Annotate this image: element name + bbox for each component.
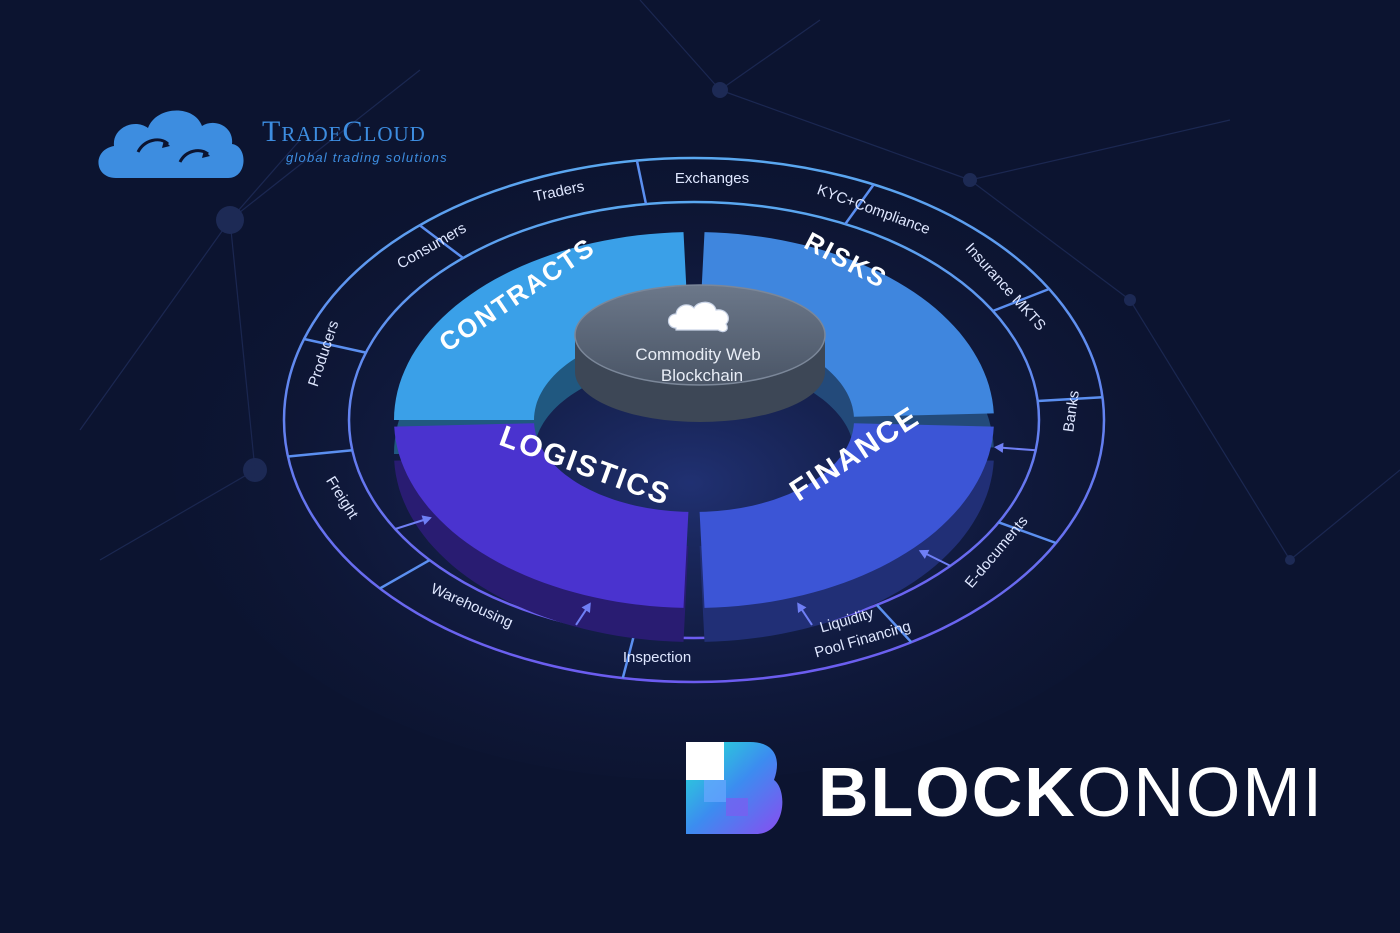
ring-divider [303,337,367,354]
segment-risks [699,232,994,417]
ring-divider [875,604,913,644]
segment-contracts [394,232,689,420]
ring-divider [844,183,875,225]
blockonomi-logo [686,742,783,834]
core-label-line1: Commodity Web [635,345,760,364]
ring-dividers [287,160,1103,679]
outer-label-banks: Banks [1060,390,1083,434]
arrow [993,442,1036,453]
outer-ring [282,156,1106,684]
blockonomi-wordmark-light: ONOMI [1076,753,1325,831]
blockonomi-wordmark: BLOCKONOMI [818,752,1324,832]
blockonomi-wordmark-bold: BLOCK [818,753,1077,831]
core-label-line2: Blockchain [661,366,743,385]
segment-logistics [394,423,689,608]
tradecloud-logo [98,110,244,178]
tradecloud-name: TradeCloud [262,115,426,148]
core-cylinder [574,284,826,422]
ring-divider [1037,395,1103,403]
segment-finance [699,423,994,608]
arrows [394,442,1036,626]
tradecloud-tagline: global trading solutions [286,150,448,165]
ring-divider [621,634,636,679]
ring-divider [287,449,353,458]
arrow [394,515,432,530]
glow [170,120,1210,780]
ring-divider [998,521,1057,545]
ring-divider [635,160,648,205]
ring-divider [992,287,1050,313]
tradecloud-cloud-icon [98,110,244,178]
ring-divider [418,224,464,259]
blockonomi-b-icon [686,742,783,834]
outer-label-exchanges: Exchanges [675,170,749,187]
cloud-icon [667,301,729,333]
arrow [918,549,951,567]
arrow [575,602,591,626]
outer-label-inspection: Inspection [623,649,691,666]
ring-divider [379,559,431,590]
arrow [797,602,813,626]
segments [394,232,994,608]
